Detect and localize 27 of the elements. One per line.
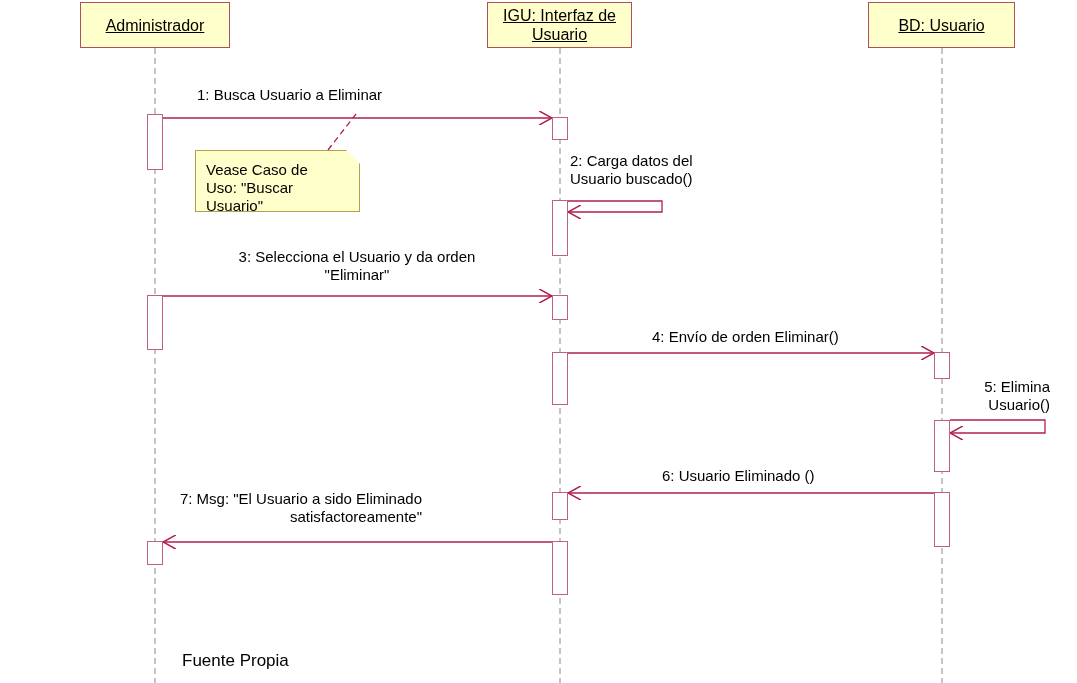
self-message-arrow xyxy=(949,419,1046,441)
self-message-arrow xyxy=(567,200,663,220)
activation-bar xyxy=(552,352,568,405)
activation-bar xyxy=(552,117,568,140)
activation-bar xyxy=(147,114,163,170)
lifeline-head: Administrador xyxy=(80,2,230,48)
note: Vease Caso de Uso: "Buscar Usuario" xyxy=(195,150,360,212)
activation-bar xyxy=(552,492,568,520)
message-label: 4: Envío de orden Eliminar() xyxy=(650,328,841,346)
message-label: 6: Usuario Eliminado () xyxy=(660,467,817,485)
activation-bar xyxy=(147,295,163,350)
activation-bar xyxy=(934,352,950,379)
activation-bar xyxy=(552,200,568,256)
activation-bar xyxy=(934,492,950,547)
caption: Fuente Propia xyxy=(180,652,291,670)
activation-bar xyxy=(934,420,950,472)
message-arrow xyxy=(162,288,553,304)
lifeline-head: BD: Usuario xyxy=(868,2,1015,48)
message-arrow xyxy=(567,485,935,501)
message-arrow xyxy=(162,110,553,126)
activation-bar xyxy=(147,541,163,565)
lifeline-head: IGU: Interfaz de Usuario xyxy=(487,2,632,48)
activation-bar xyxy=(552,541,568,595)
message-arrow xyxy=(162,534,553,550)
leader-line xyxy=(327,113,357,151)
activation-bar xyxy=(552,295,568,320)
message-arrow xyxy=(567,345,935,361)
